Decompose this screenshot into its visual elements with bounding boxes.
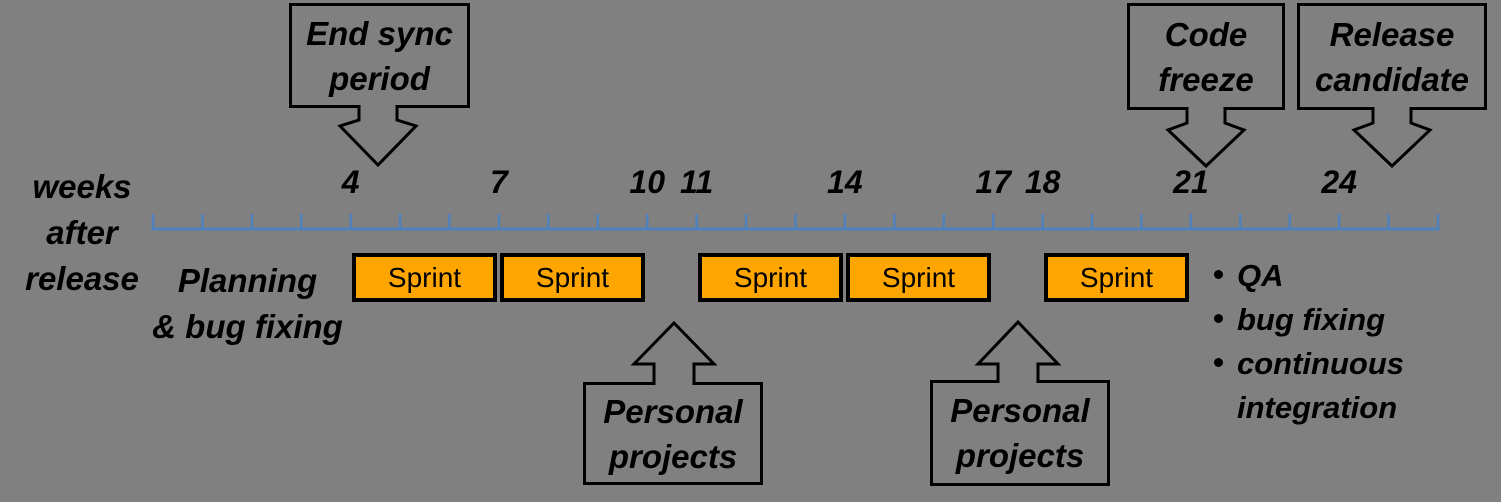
sprint-label: Sprint xyxy=(387,261,462,293)
callout-code-freeze: Code freeze xyxy=(1127,3,1285,110)
sprint-box: Sprint xyxy=(698,253,843,302)
sprint-label: Sprint xyxy=(1079,261,1154,293)
up-arrow-personal-projects-1-icon xyxy=(630,320,718,385)
phase-label-line: Planning xyxy=(177,262,318,299)
sprint-box: Sprint xyxy=(500,253,645,302)
axis-caption-line: weeks xyxy=(32,168,132,205)
sprint-label: Sprint xyxy=(881,261,956,293)
callout-personal-projects-2: Personal projects xyxy=(930,380,1110,486)
callout-text-line: Code xyxy=(1164,15,1248,53)
callout-text-line: projects xyxy=(955,437,1085,474)
bullet-icon xyxy=(1214,314,1223,323)
callout-release-candidate: Release candidate xyxy=(1297,3,1487,110)
list-item: bug fixing xyxy=(1212,298,1450,342)
down-arrow-end-sync-icon xyxy=(337,105,419,168)
week-number-label: 24 xyxy=(1321,164,1357,200)
callout-text-line: Personal xyxy=(603,392,743,430)
week-number-label: 21 xyxy=(1173,164,1209,200)
phase-label-planning: Planning & bug fixing xyxy=(145,258,350,350)
callout-end-sync-period: End sync period xyxy=(289,3,470,108)
bullet-icon xyxy=(1214,358,1223,367)
axis-caption-line: after xyxy=(46,214,118,251)
list-item-label: bug fixing xyxy=(1237,302,1386,337)
bullet-icon xyxy=(1214,270,1223,279)
axis-caption-line: release xyxy=(25,260,139,297)
week-number-label: 4 xyxy=(341,164,360,200)
list-item-label: continuous integration xyxy=(1237,346,1405,425)
sprint-box: Sprint xyxy=(352,253,497,302)
list-item: continuous integration xyxy=(1212,342,1450,430)
callout-text-line: Release xyxy=(1329,15,1455,53)
sprint-label: Sprint xyxy=(535,261,610,293)
callout-text-line: Personal xyxy=(950,392,1090,429)
timeline-axis xyxy=(151,214,1440,231)
week-number-label: 14 xyxy=(827,164,863,200)
post-sprint-activity-list: QA bug fixing continuous integration xyxy=(1212,254,1450,430)
callout-text-line: projects xyxy=(608,437,738,475)
axis-caption: weeks after release xyxy=(6,164,158,302)
week-number-label: 10 xyxy=(629,164,666,200)
down-arrow-code-freeze-icon xyxy=(1165,107,1247,169)
list-item: QA xyxy=(1212,254,1450,298)
sprint-box: Sprint xyxy=(1044,253,1189,302)
list-item-label: QA xyxy=(1237,258,1284,293)
week-number-label: 7 xyxy=(490,164,508,200)
phase-label-line: & bug fixing xyxy=(152,308,343,345)
down-arrow-release-candidate-icon xyxy=(1351,107,1433,169)
up-arrow-personal-projects-2-icon xyxy=(974,319,1062,383)
callout-personal-projects-1: Personal projects xyxy=(583,382,763,485)
callout-text-line: End sync xyxy=(306,14,453,52)
callout-text-line: period xyxy=(329,59,430,97)
callout-text-line: freeze xyxy=(1158,60,1254,98)
week-number-label: 11 xyxy=(680,164,714,200)
sprint-label: Sprint xyxy=(733,261,808,293)
callout-text-line: candidate xyxy=(1314,60,1470,98)
week-number-label: 17 xyxy=(975,164,1011,200)
sprint-box: Sprint xyxy=(846,253,991,302)
week-number-label: 18 xyxy=(1024,164,1061,200)
